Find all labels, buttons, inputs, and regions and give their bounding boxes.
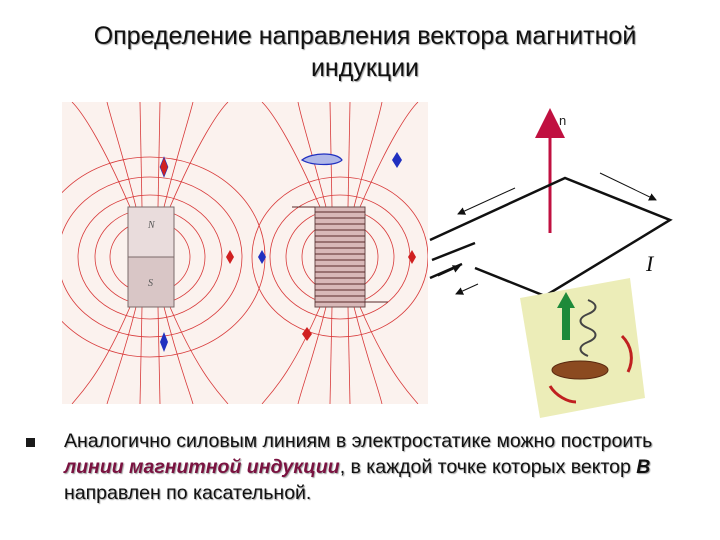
screw-coil <box>579 299 597 357</box>
right-screw-inset <box>520 278 645 418</box>
slide-title: Определение направления вектора магнитно… <box>40 20 690 84</box>
vector-symbol: B <box>636 456 651 478</box>
normal-label: n <box>559 113 567 128</box>
compass-needles <box>159 152 416 352</box>
title-line-1: Определение направления вектора магнитно… <box>93 22 637 50</box>
green-arrow <box>562 306 570 340</box>
bullet-term: линии магнитной индукции <box>64 456 340 478</box>
bullet-marker <box>26 438 35 447</box>
current-label: I <box>646 251 654 276</box>
solenoid <box>292 153 388 308</box>
bullet-text-part3: направлен по касательной. <box>64 482 312 504</box>
current-loop-diagram <box>429 108 673 298</box>
field-lines-figure: N S <box>62 102 428 404</box>
bullet-text-part1: Аналогично силовым линиям в электростати… <box>64 430 653 452</box>
solenoid-field-lines <box>251 102 428 404</box>
title-line-2: индукции <box>310 54 420 82</box>
screw-handle <box>551 360 609 380</box>
bar-magnet: N S <box>127 206 175 308</box>
bullet-text: Аналогично силовым линиям в электростати… <box>64 428 694 506</box>
magnet-pole-n: N <box>147 220 156 231</box>
bullet-text-part2: , в каждой точке которых вектор <box>339 456 637 478</box>
magnet-pole-s: S <box>148 278 153 289</box>
